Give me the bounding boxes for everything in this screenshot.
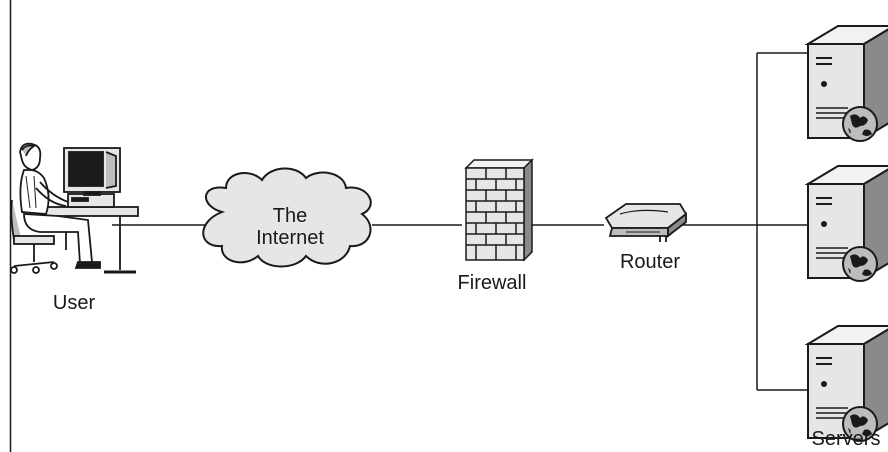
server-tower-icon xyxy=(807,25,888,142)
connection-lines xyxy=(112,52,808,391)
router-label: Router xyxy=(619,251,681,273)
server-tower-icon xyxy=(807,325,888,442)
router-icon xyxy=(604,203,688,242)
servers-label: Servers xyxy=(811,428,881,450)
cloud-icon xyxy=(202,167,372,268)
user-at-workstation-icon xyxy=(10,142,139,274)
brick-wall-icon xyxy=(464,158,534,262)
user-label: User xyxy=(52,292,96,314)
server-tower-icon xyxy=(807,165,888,282)
internet-label-line-2: Internet xyxy=(256,227,324,249)
firewall-label: Firewall xyxy=(457,272,527,294)
internet-label-line-1: The xyxy=(272,205,308,227)
internet-label: The Internet xyxy=(240,205,340,249)
